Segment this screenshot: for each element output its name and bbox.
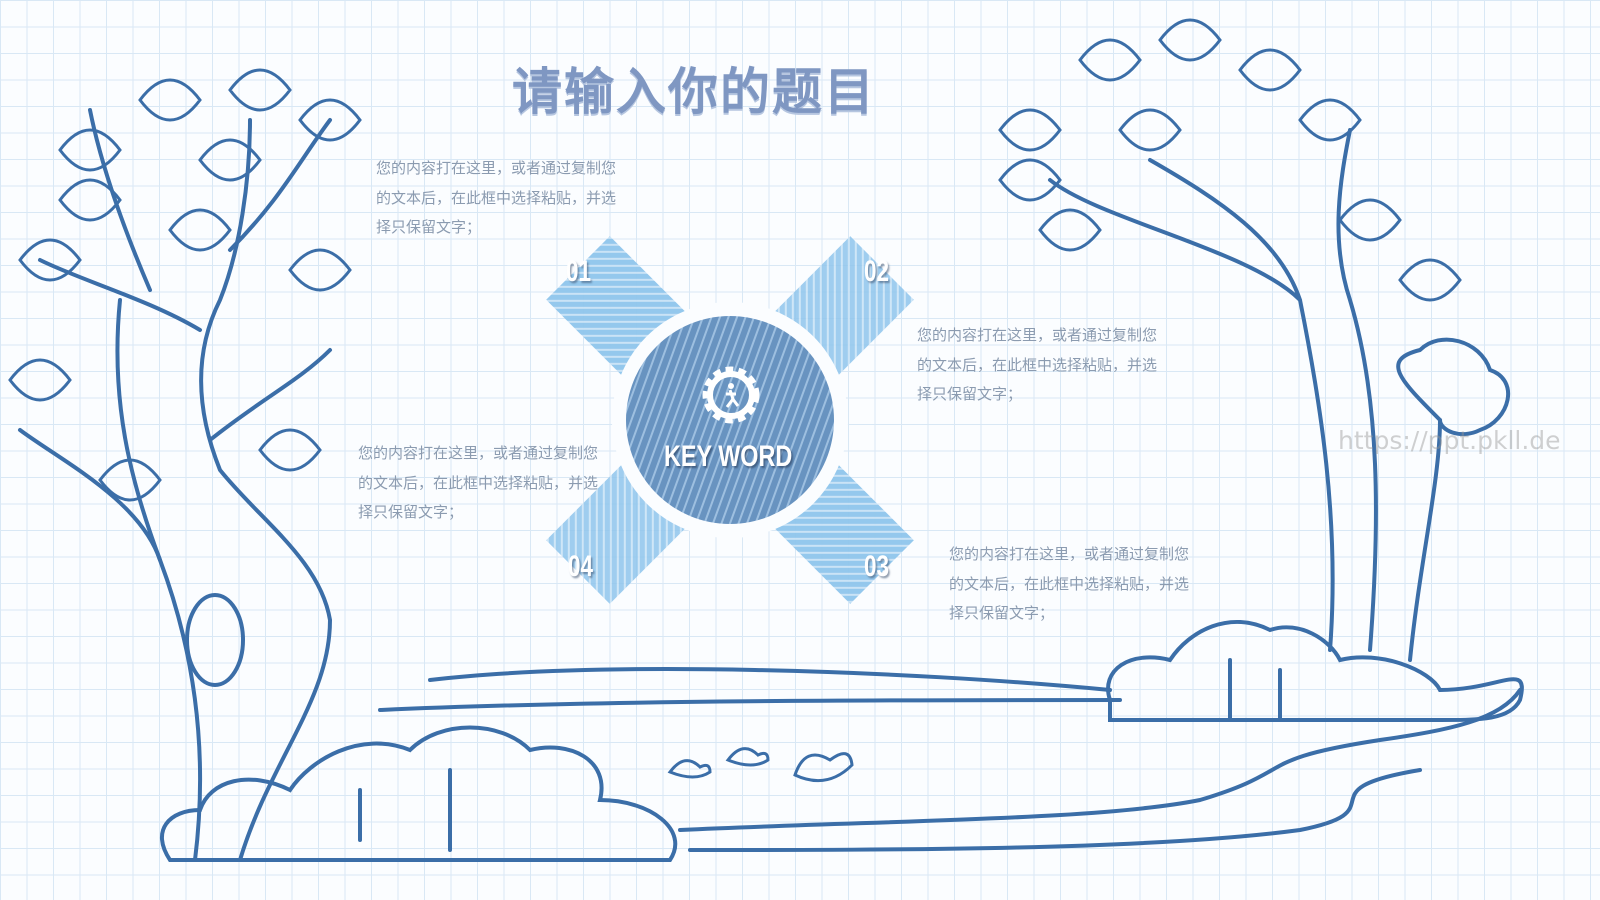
item-01-number: 01 bbox=[566, 255, 592, 288]
item-02-number: 02 bbox=[864, 255, 890, 288]
item-04-number: 04 bbox=[568, 550, 594, 583]
slide-title: 请输入你的题目 bbox=[512, 63, 876, 121]
keyword-label: KEY WORD bbox=[664, 440, 793, 473]
ducks bbox=[667, 747, 854, 783]
right-tree bbox=[998, 18, 1510, 662]
item-03-text: 您的内容打在这里，或者通过复制您的文本后，在此框中选择粘贴，并选择只保留文字； bbox=[949, 545, 1190, 622]
item-03-number: 03 bbox=[864, 550, 890, 583]
watermark: https://ppt.pkll.de bbox=[1338, 426, 1561, 455]
gear-running-person-icon bbox=[702, 366, 760, 424]
item-04-text: 您的内容打在这里，或者通过复制您的文本后，在此框中选择粘贴，并选择只保留文字； bbox=[358, 444, 599, 521]
item-02-text: 您的内容打在这里，或者通过复制您的文本后，在此框中选择粘贴，并选择只保留文字； bbox=[917, 326, 1158, 403]
river-and-bushes bbox=[159, 620, 1524, 862]
left-tree bbox=[8, 68, 362, 862]
item-01-text: 您的内容打在这里，或者通过复制您的文本后，在此框中选择粘贴，并选择只保留文字； bbox=[376, 159, 617, 236]
